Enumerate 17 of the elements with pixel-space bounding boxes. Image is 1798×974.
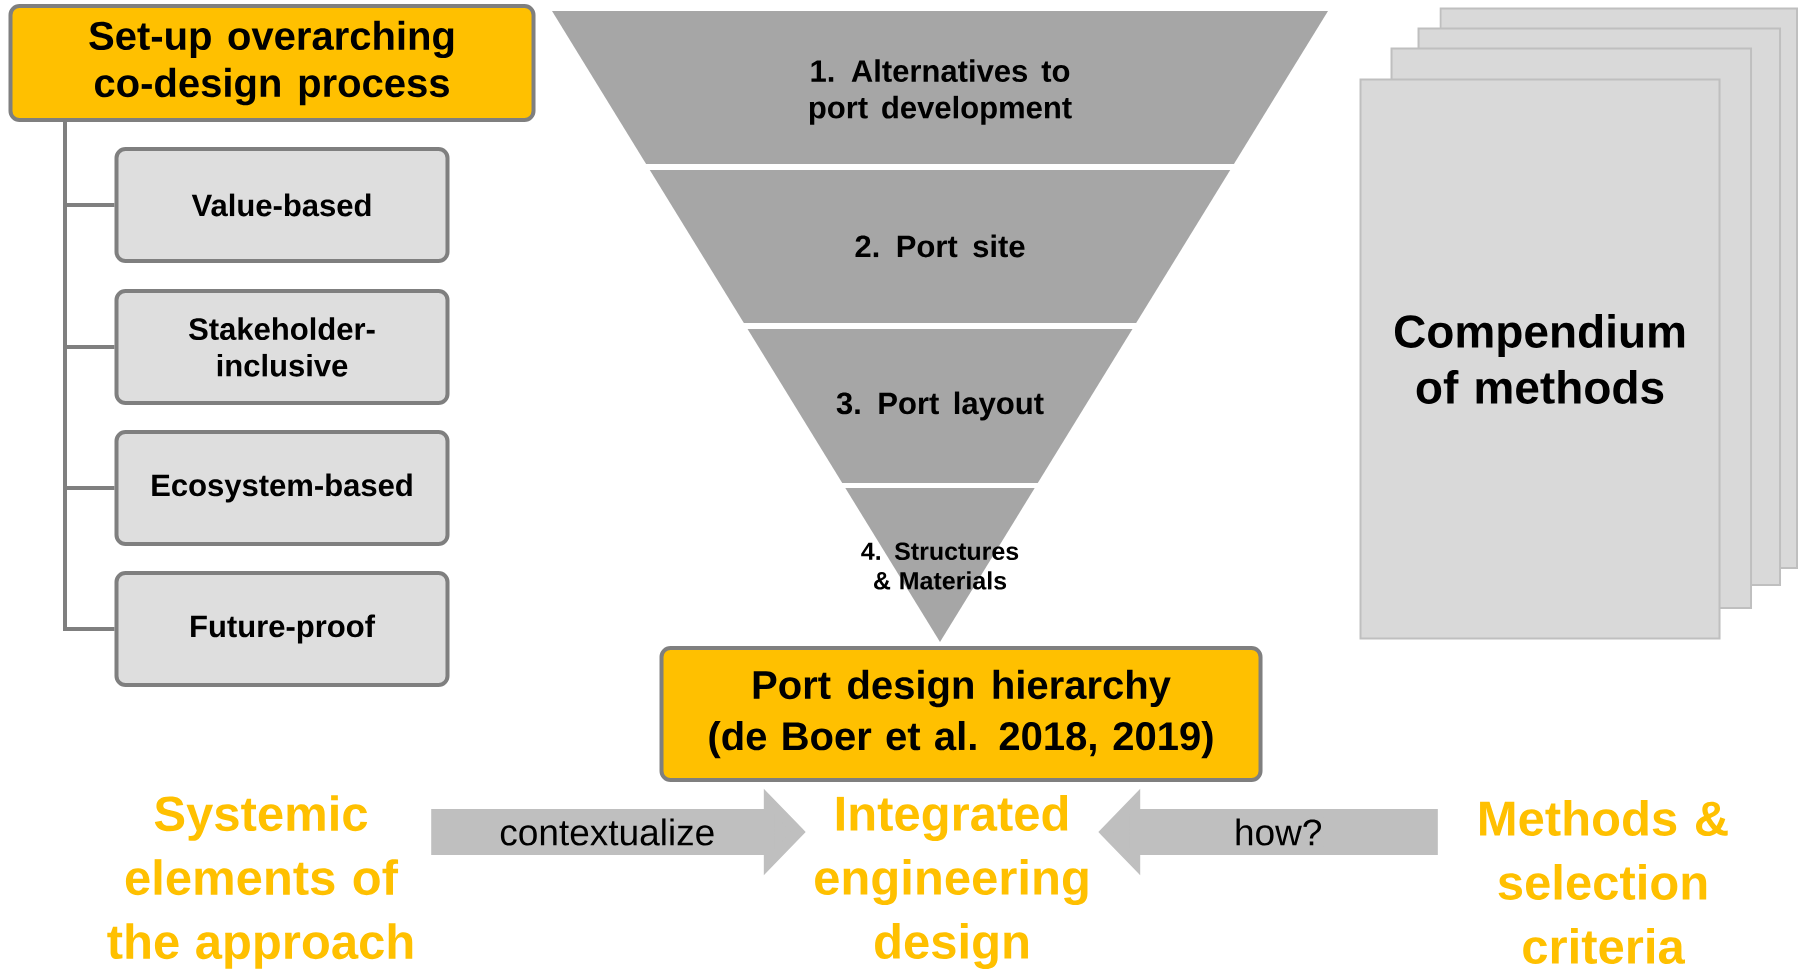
heading-text: Systemic elements of the approach [107,795,413,969]
title-box: Set-up overarching co-design process [8,4,536,122]
edge-label: contextualize [498,817,717,847]
document-stack-drawing: Compendium of methods [1359,7,1798,640]
title-box: Port design hierarchy (de Boer et al. 2018, 2019) [659,646,1263,782]
principle-box: Stakeholder-inclusive [114,289,450,405]
funnel-level: 1. Alternatives to port development [552,11,1328,164]
principle-box: Ecosystem-based [114,430,450,546]
connector-line [63,122,115,631]
principle-box: Value-based [114,147,450,263]
funnel-level: 3. Port layout [747,329,1133,483]
edge-label: how? [1233,817,1324,847]
funnel-level: 2. Port site [649,170,1231,323]
heading-text: Integrated engineering design [815,795,1088,969]
principle-box: Future-proof [114,571,450,687]
funnel-level: 4. Structures & Materials [845,488,1035,642]
heading-text: Methods & selection criteria [1480,800,1728,964]
